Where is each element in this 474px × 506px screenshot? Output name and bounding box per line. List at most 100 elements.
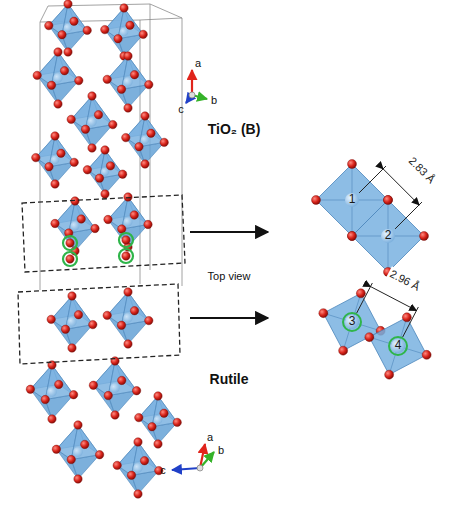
- axis-label: b: [211, 94, 217, 106]
- callout-number: 4: [395, 339, 402, 352]
- extension-line: [359, 166, 386, 193]
- ti-o6-octahedron: [33, 48, 83, 108]
- ti-o6-octahedron: [67, 92, 117, 152]
- dimension-value: 2.96 Å: [386, 266, 423, 293]
- oxygen-atom: [88, 92, 96, 100]
- oxygen-atom: [402, 313, 411, 322]
- ti-o6-octahedron: [32, 132, 79, 188]
- oxygen-atom: [67, 115, 75, 123]
- oxygen-atom: [54, 100, 62, 108]
- oxygen-atom: [55, 380, 63, 388]
- oxygen-atom: [141, 112, 149, 120]
- axis-triad-bottom: [172, 444, 214, 471]
- oxygen-atom: [124, 104, 132, 112]
- axis-label: a: [207, 431, 213, 443]
- dimension-line: [383, 169, 419, 205]
- oxygen-atom: [77, 215, 85, 223]
- oxygen-atom: [103, 311, 111, 319]
- oxygen-atom: [67, 455, 75, 463]
- oxygen-atom: [58, 31, 66, 39]
- oxygen-atom: [122, 252, 130, 260]
- oxygen-atom: [51, 132, 59, 140]
- oxygen-atom: [83, 166, 91, 174]
- extension-line: [395, 202, 422, 229]
- oxygen-atom: [70, 17, 78, 25]
- octahedron-top-view: [365, 313, 431, 379]
- callout-number: 1: [349, 193, 356, 206]
- highlight-ring: [63, 252, 77, 266]
- oxygen-atom: [26, 385, 34, 393]
- oxygen-atom: [52, 445, 60, 453]
- oxygen-atom: [68, 292, 76, 300]
- oxygen-atom: [94, 111, 102, 119]
- highlight-ring: [119, 249, 133, 263]
- highlight-ring: [63, 236, 77, 250]
- oxygen-atom: [104, 391, 112, 399]
- oxygen-atom: [74, 311, 82, 319]
- oxygen-atom: [145, 80, 153, 88]
- axis-label: c: [160, 464, 166, 476]
- octahedron-top-view: [348, 196, 429, 277]
- extension-line: [403, 307, 419, 337]
- oxygen-atom: [109, 120, 117, 128]
- oxygen-atom: [126, 21, 134, 29]
- unit-cell: [40, 4, 182, 290]
- dimension-value: 2.83 Å: [405, 153, 439, 187]
- oxygen-atom: [103, 75, 111, 83]
- oxygen-atom: [134, 438, 142, 446]
- oxygen-atom: [139, 30, 147, 38]
- oxygen-atom: [106, 162, 114, 170]
- oxygen-atom: [61, 325, 69, 333]
- oxygen-atom: [111, 411, 119, 419]
- oxygen-atom: [66, 239, 74, 247]
- oxygen-atom: [51, 180, 59, 188]
- oxygen-atom: [69, 391, 77, 399]
- oxygen-atom: [89, 381, 97, 389]
- oxygen-atom: [348, 232, 357, 241]
- axis-label: b: [218, 444, 224, 456]
- ti-o6-octahedron: [135, 392, 182, 448]
- oxygen-atom: [91, 224, 99, 232]
- ti-o6-octahedron: [122, 112, 169, 168]
- oxygen-atom: [41, 395, 49, 403]
- oxygen-atom: [154, 440, 162, 448]
- oxygen-atom: [130, 211, 138, 219]
- oxygen-atom: [66, 255, 74, 263]
- oxygen-atom: [385, 370, 394, 379]
- oxygen-atom: [348, 160, 357, 169]
- oxygen-atom: [339, 346, 348, 355]
- view-label: Top view: [208, 270, 251, 282]
- oxygen-atom: [51, 219, 59, 227]
- ti-o6-octahedron: [103, 288, 153, 348]
- oxygen-atom: [135, 413, 143, 421]
- dimension-lines: [357, 166, 422, 337]
- octahedra-column: [26, 0, 181, 498]
- oxygen-atom: [118, 225, 126, 233]
- oxygen-atom: [319, 309, 328, 318]
- oxygen-atom: [101, 190, 109, 198]
- top-view-octahedra: [312, 160, 432, 380]
- phase-label: Rutile: [210, 372, 249, 387]
- oxygen-atom: [122, 133, 130, 141]
- oxygen-atom: [95, 451, 103, 459]
- slab-frames: [18, 195, 185, 364]
- oxygen-atom: [117, 85, 125, 93]
- oxygen-atom: [384, 196, 393, 205]
- ti-o6-octahedron: [51, 197, 99, 255]
- oxygen-atom: [135, 143, 143, 151]
- callout-number: 2: [385, 229, 392, 242]
- oxygen-atom: [422, 350, 431, 359]
- oxygen-atom: [57, 149, 65, 157]
- oxygen-atom: [124, 288, 132, 296]
- phase-label: TiO₂ (B): [208, 122, 261, 137]
- oxygen-atom: [118, 376, 126, 384]
- view-arrows: [190, 232, 268, 318]
- oxygen-atom: [47, 315, 55, 323]
- oxygen-atom: [124, 52, 132, 60]
- oxygen-atom: [160, 138, 168, 146]
- oxygen-atom: [64, 0, 72, 8]
- oxygen-atom: [118, 170, 126, 178]
- callout-number: 3: [349, 315, 356, 328]
